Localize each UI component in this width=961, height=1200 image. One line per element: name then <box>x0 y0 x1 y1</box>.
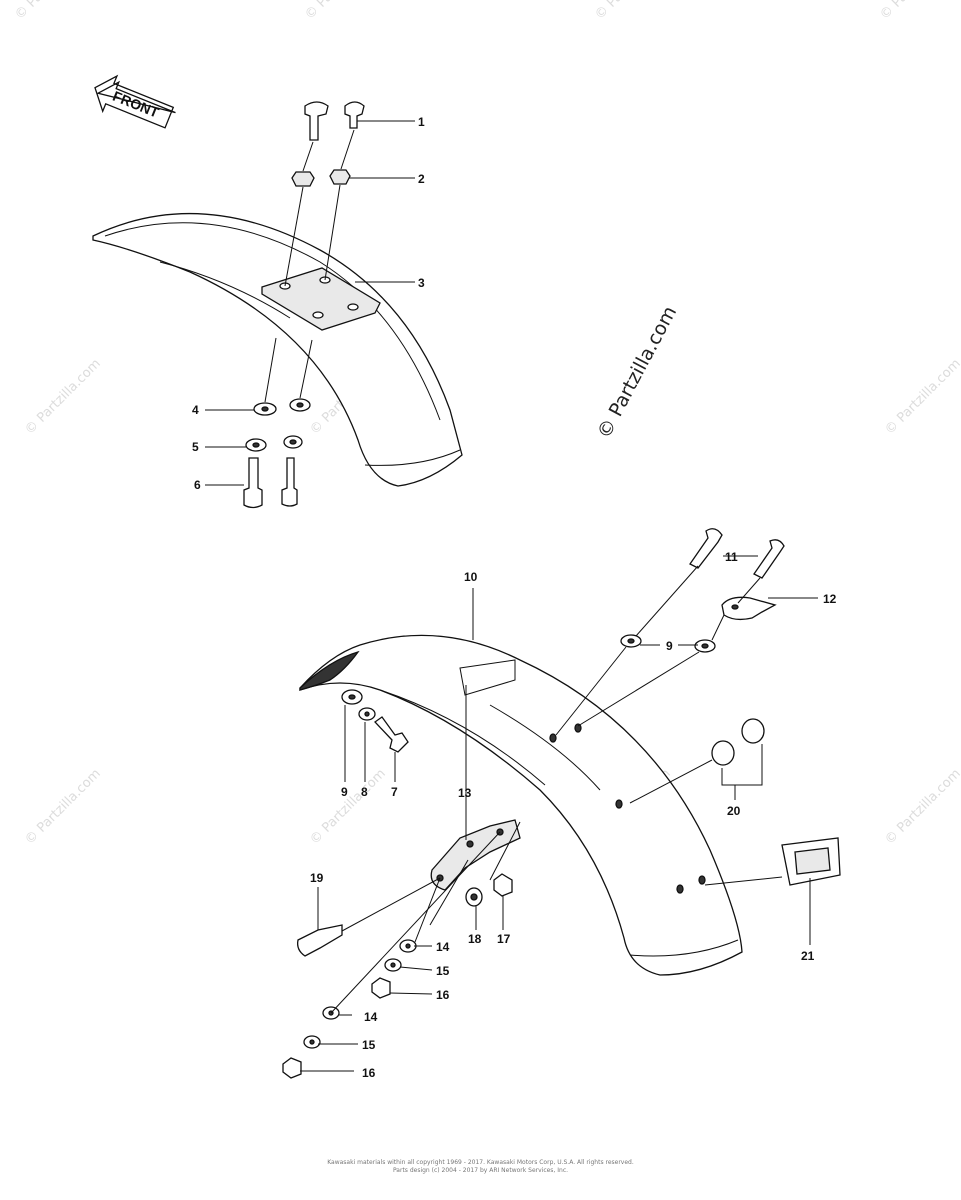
reflector-icon <box>629 718 765 804</box>
callout-1: 1 <box>418 115 425 129</box>
callout-16: 16 <box>362 1066 376 1080</box>
front-fender <box>92 212 463 487</box>
watermark-text: © Partzilla.com <box>882 356 961 438</box>
bolt-icon <box>243 457 298 509</box>
washer-icon <box>245 398 311 452</box>
bolt-icon <box>304 101 365 141</box>
callout-17: 17 <box>497 932 511 946</box>
callout-18: 18 <box>468 932 482 946</box>
callout-14: 14 <box>364 1010 378 1024</box>
watermark-text: © Partzilla.com <box>302 0 384 23</box>
fender-stay <box>430 819 521 891</box>
watermark-text: © Partzilla.com <box>307 766 389 848</box>
bolt-icon <box>341 689 409 753</box>
watermark-text: © Partzilla.com <box>22 766 104 848</box>
callout-labels: 1 2 3 4 5 6 10 11 12 9 9 8 7 20 13 19 21… <box>192 115 837 1080</box>
callout-19: 19 <box>310 871 324 885</box>
front-fender-group <box>92 101 463 509</box>
watermark-text: © Partzilla.com <box>592 0 674 23</box>
callout-3: 3 <box>418 276 425 290</box>
cable-clamp <box>721 596 777 621</box>
callout-9: 9 <box>341 785 348 799</box>
washer-icon <box>371 939 417 999</box>
callout-16: 16 <box>436 988 450 1002</box>
fender-bracket <box>261 267 381 331</box>
callout-7: 7 <box>391 785 398 799</box>
callout-4: 4 <box>192 403 199 417</box>
callout-8: 8 <box>361 785 368 799</box>
callout-20: 20 <box>727 804 741 818</box>
callout-13: 13 <box>458 786 472 800</box>
bolt-icon <box>297 924 343 957</box>
washer-icon <box>282 1006 340 1079</box>
nut-icon <box>291 169 351 187</box>
callout-10: 10 <box>464 570 478 584</box>
watermark-text: © Partzilla.com <box>882 766 961 848</box>
front-arrow-icon: FRONT <box>94 74 176 129</box>
watermark-main: © Partzilla.com <box>593 303 681 443</box>
watermark-text: © Partzilla.com <box>12 0 94 23</box>
callout-15: 15 <box>362 1038 376 1052</box>
callout-21: 21 <box>801 949 815 963</box>
watermark-text: © Partzilla.com <box>877 0 959 23</box>
callout-15: 15 <box>436 964 450 978</box>
callout-6: 6 <box>194 478 201 492</box>
callout-2: 2 <box>418 172 425 186</box>
rear-fender-group <box>282 528 841 1079</box>
callout-12: 12 <box>823 592 837 606</box>
rear-fender <box>299 634 743 976</box>
copyright-line-1: Kawasaki materials within all copyright … <box>327 1159 634 1166</box>
callout-9: 9 <box>666 639 673 653</box>
bolt-icon <box>689 528 785 579</box>
callout-5: 5 <box>192 440 199 454</box>
watermark-text: © Partzilla.com <box>22 356 104 438</box>
nut-icon <box>465 873 513 907</box>
callout-14: 14 <box>436 940 450 954</box>
washer-icon <box>620 634 716 653</box>
copyright-line-2: Parts design (c) 2004 - 2017 by ARI Netw… <box>392 1167 569 1174</box>
callout-11: 11 <box>725 550 738 564</box>
